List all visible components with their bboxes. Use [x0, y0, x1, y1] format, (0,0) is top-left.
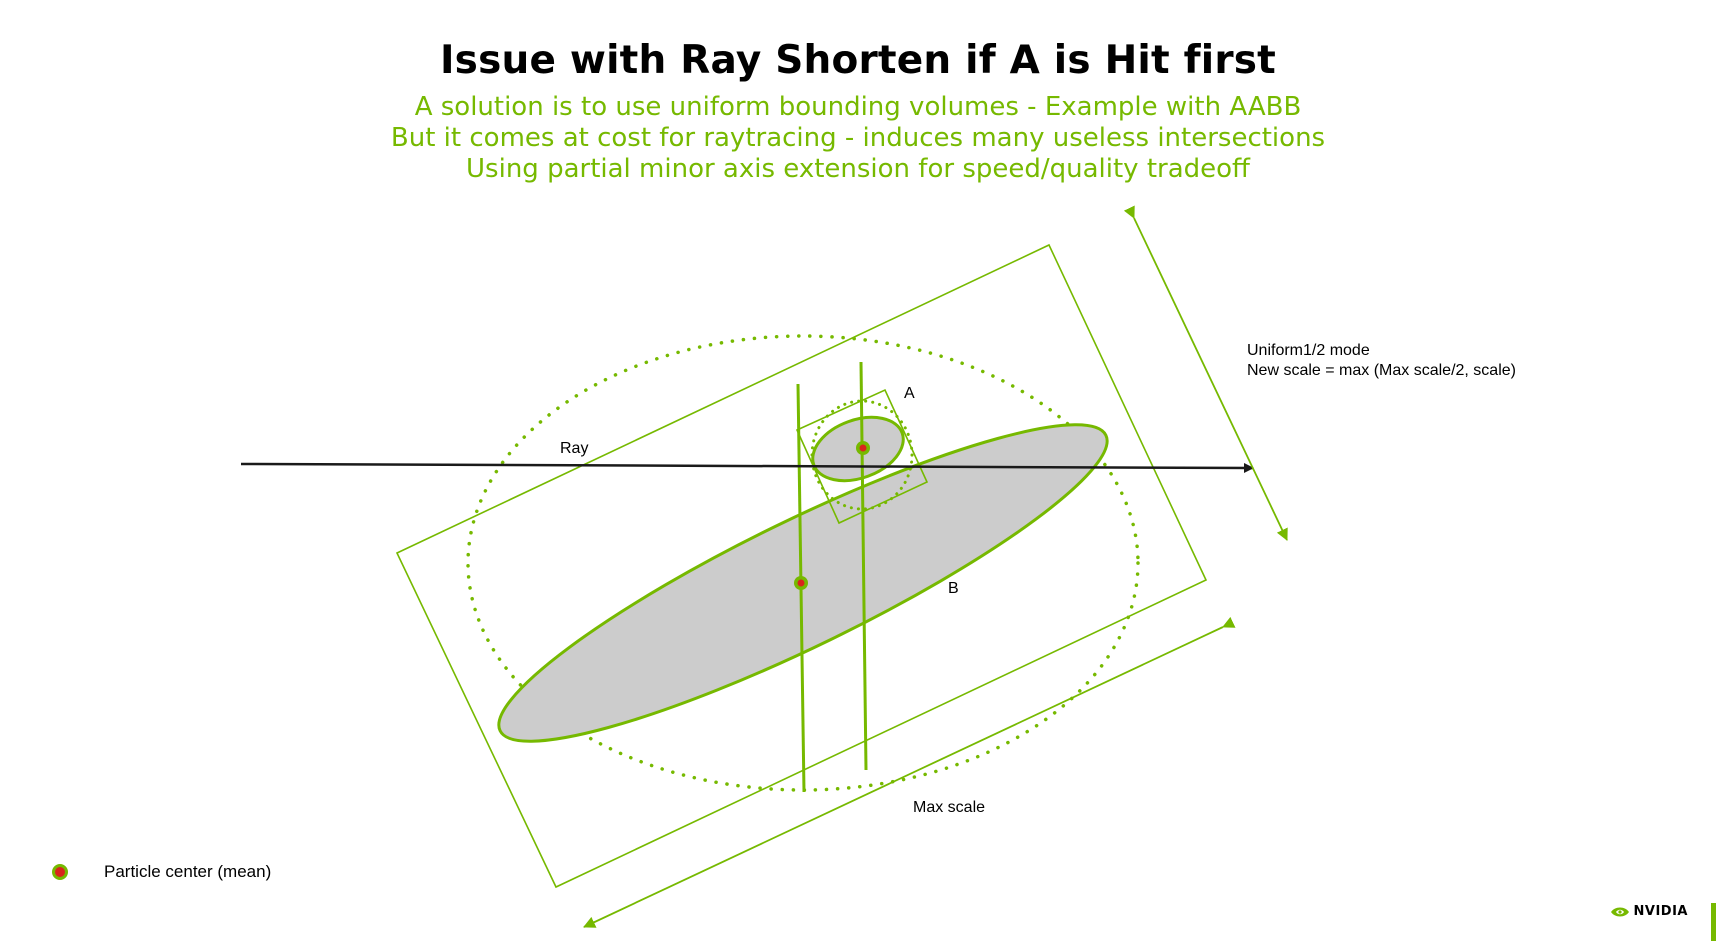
mode-formula-label: New scale = max (Max scale/2, scale) [1247, 362, 1516, 379]
uniform-half-scale-arrow [1123, 205, 1288, 541]
bounding-box-a [795, 388, 929, 525]
particle-center-b [794, 576, 808, 590]
particle-a-label: A [904, 385, 915, 402]
legend-label: Particle center (mean) [104, 862, 272, 881]
particle-center-a [856, 441, 870, 455]
nvidia-logo: NVIDIA [1610, 904, 1688, 919]
ray-arrow [240, 462, 1254, 473]
max-scale-label: Max scale [913, 799, 985, 816]
subtitle-line-3: Using partial minor axis extension for s… [466, 154, 1250, 184]
mode-title-label: Uniform1/2 mode [1247, 342, 1370, 359]
nvidia-wordmark: NVIDIA [1633, 904, 1688, 919]
subtitle-line-1: A solution is to use uniform bounding vo… [414, 92, 1302, 122]
bounding-box-b [395, 243, 1208, 889]
legend: Particle center (mean) [52, 860, 271, 884]
slide-title: Issue with Ray Shorten if A is Hit first [439, 38, 1277, 83]
brand-accent-bar [1711, 903, 1716, 941]
particle-center-legend-icon [52, 864, 68, 880]
particle-b-label: B [948, 580, 959, 597]
ray-label: Ray [560, 440, 588, 457]
max-scale-arrow [583, 616, 1236, 928]
subtitle-line-2: But it comes at cost for raytracing - in… [390, 123, 1326, 153]
nvidia-eye-icon [1610, 907, 1629, 916]
